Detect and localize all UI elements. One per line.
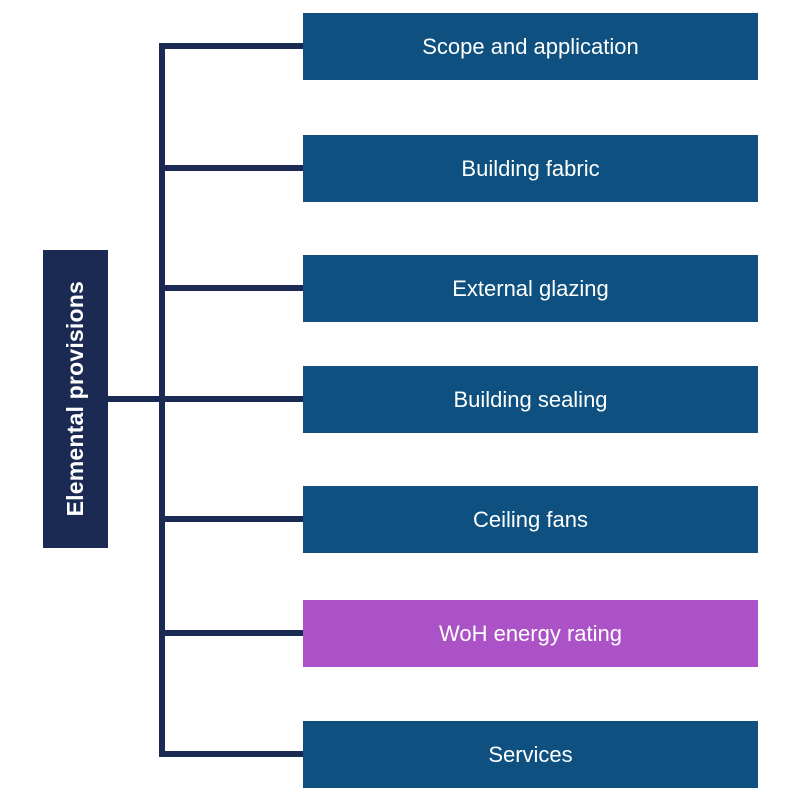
root-node-elemental-provisions: Elemental provisions [43, 250, 108, 548]
node-scope-and-application: Scope and application [303, 13, 758, 80]
node-building-sealing: Building sealing [303, 366, 758, 433]
connector-branch-building-fabric [159, 165, 303, 171]
connector-branch-external-glazing [159, 285, 303, 291]
node-label: Ceiling fans [473, 506, 588, 532]
node-ceiling-fans: Ceiling fans [303, 486, 758, 553]
connector-branch-services [159, 751, 303, 757]
node-label: Building fabric [461, 155, 600, 181]
node-label: External glazing [452, 275, 609, 301]
connector-branch-scope [159, 43, 303, 49]
node-label: WoH energy rating [438, 620, 622, 646]
node-woh-energy-rating: WoH energy rating [303, 600, 758, 667]
node-label: Scope and application [422, 33, 639, 59]
root-node-label: Elemental provisions [62, 281, 88, 517]
connector-root-branch [108, 396, 303, 402]
node-external-glazing: External glazing [303, 255, 758, 322]
connector-branch-ceiling-fans [159, 516, 303, 522]
connector-branch-woh-energy-rating [159, 630, 303, 636]
node-services: Services [303, 721, 758, 788]
node-building-fabric: Building fabric [303, 135, 758, 202]
node-label: Services [488, 741, 573, 767]
node-label: Building sealing [453, 386, 608, 412]
